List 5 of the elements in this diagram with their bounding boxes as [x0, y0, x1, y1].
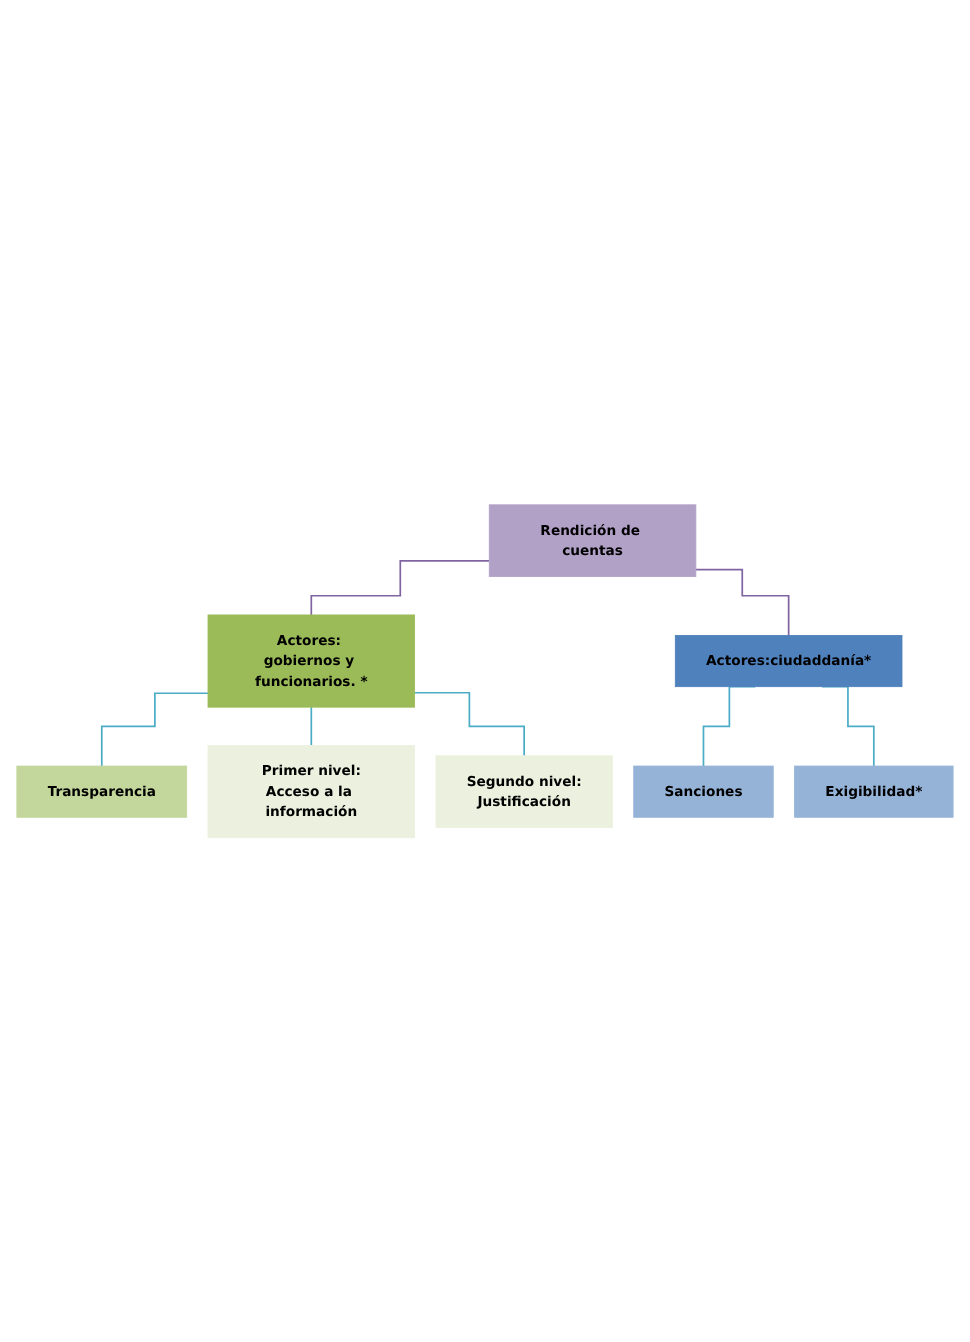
connector	[310, 559, 491, 616]
connector	[100, 692, 209, 767]
connector	[695, 568, 790, 636]
connector	[413, 691, 526, 757]
connector	[310, 706, 313, 747]
